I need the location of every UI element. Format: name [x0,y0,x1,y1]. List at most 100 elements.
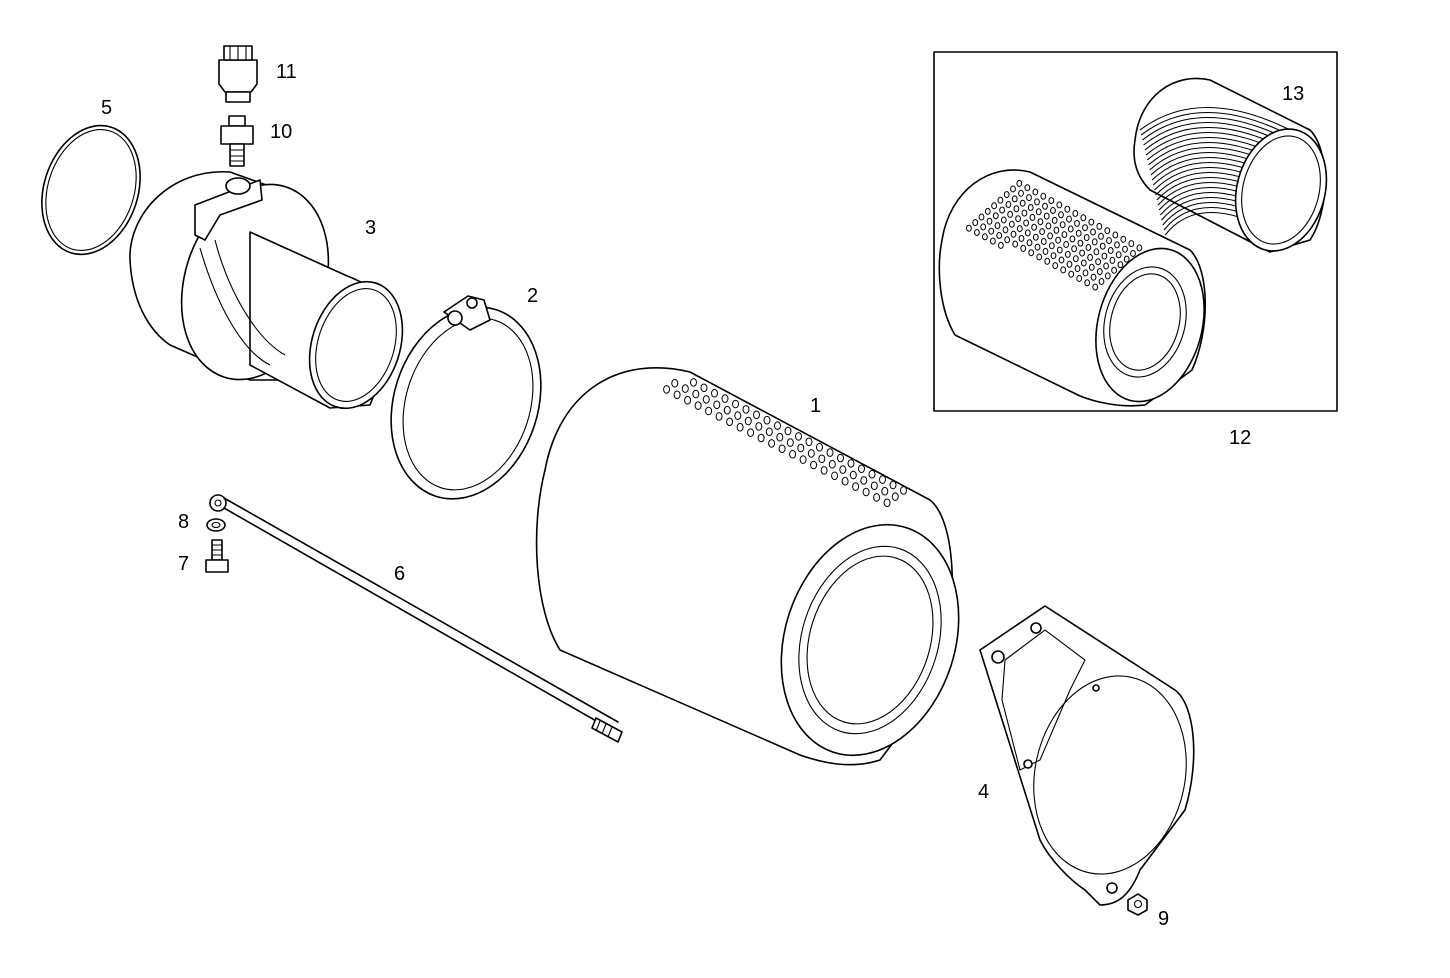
perforation-hole [1088,218,1095,226]
callout-1: 1 [810,395,821,417]
perforation-hole [684,395,692,405]
perforation-hole [1034,243,1041,251]
perforation-hole [1048,242,1055,250]
callout-4: 4 [978,781,989,803]
perforation-hole [862,487,870,497]
perforation-hole [991,202,997,210]
perforation-hole [816,442,823,452]
perforation-hole [1008,220,1015,228]
sensor-part-11 [218,45,258,103]
perforation-hole [1109,256,1116,264]
callout-5: 5 [101,97,112,119]
perforation-hole [1039,228,1045,236]
filter-element-part-1 [535,367,960,766]
perforation-hole [1075,229,1082,237]
perforation-hole [1092,283,1099,291]
perforation-hole [784,426,792,436]
perforation-hole [1032,188,1039,196]
perforation-hole [860,476,868,485]
perforation-hole [1072,255,1079,263]
perforation-hole [795,432,802,441]
perforation-hole [1083,234,1090,242]
perforation-hole [858,464,865,474]
perforation-hole [1128,240,1135,248]
perforation-hole [1003,191,1010,199]
perforation-hole [1123,255,1130,263]
perforation-hole [753,410,760,420]
pleat-line [1140,112,1290,136]
perforation-hole [1000,216,1007,224]
perforation-hole [1018,189,1024,197]
perforation-hole [831,471,839,481]
perforation-hole [1051,216,1058,224]
perforation-hole [1082,224,1088,232]
perforation-hole [694,401,702,410]
perforation-hole [881,486,889,496]
callout-11: 11 [276,61,297,83]
perforation-hole [1090,228,1096,236]
perforation-hole [1040,238,1047,245]
perforation-hole [1035,208,1042,216]
perforation-hole [789,449,797,459]
perforation-hole [1032,233,1039,241]
perforation-hole [1023,219,1029,227]
perforation-hole [747,428,755,437]
perforation-hole [692,389,700,399]
perforation-hole [810,460,818,470]
perforation-hole [1114,241,1120,249]
perforation-hole [1010,185,1016,193]
perforation-hole [1061,231,1068,239]
perforation-hole [1068,270,1075,278]
perforation-hole [1107,247,1114,254]
perforation-hole [1018,235,1025,242]
callout-9: 9 [1158,908,1169,930]
perforation-hole [999,206,1005,214]
perforation-hole [1016,225,1023,233]
perforation-hole [1101,252,1108,260]
perforation-hole [1055,236,1061,244]
perforation-hole [1095,258,1101,266]
perforation-hole [1074,219,1080,227]
perforation-hole [768,439,776,448]
perforation-hole [1117,261,1124,269]
perforation-hole [1069,235,1076,243]
perforation-hole [1029,213,1036,221]
perforation-hole [765,427,773,437]
perforation-hole [1047,232,1053,240]
perforation-hole [711,388,718,398]
perforation-hole [891,492,899,501]
perforation-hole [889,480,897,490]
perforation-hole [1044,257,1051,265]
perforation-hole [671,378,679,388]
perforation-hole [1056,201,1063,209]
perforation-hole [1111,266,1117,274]
tie-rod-part-6 [209,494,623,743]
perforation-hole [1050,252,1057,260]
perforation-hole [1064,205,1071,213]
perforation-hole [1037,218,1044,226]
perforation-hole [992,212,999,220]
perforation-hole [713,400,721,410]
callout-3: 3 [365,217,376,239]
perforation-hole [1076,275,1083,282]
perforation-hole [1115,251,1122,259]
perforation-hole [1077,239,1084,247]
perforation-hole [1087,253,1093,261]
filter-perforations [663,378,907,508]
perforation-hole [828,459,836,469]
filter-variant-part-12 [938,169,1207,407]
perforation-hole [1091,238,1098,246]
perforation-hole [1019,199,1026,207]
perforation-hole [1015,215,1021,223]
perforation-hole [998,241,1004,249]
perforation-hole [1072,210,1079,217]
perforation-hole [1058,211,1064,219]
perforation-hole [1099,242,1106,250]
perforation-hole [1084,279,1091,287]
washer-part-8 [206,518,226,532]
callout-6: 6 [394,563,405,585]
perforation-hole [726,417,734,427]
perforation-hole [1020,244,1027,252]
perforation-hole [755,422,763,431]
perforation-hole [757,433,765,443]
